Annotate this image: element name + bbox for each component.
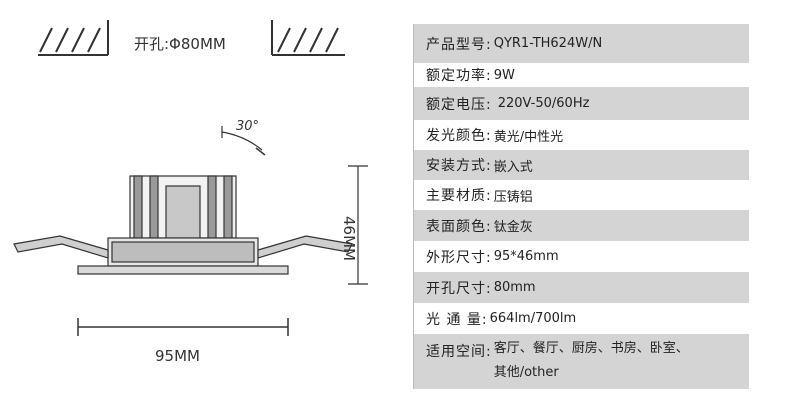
spec-row: 表面颜色: 钛金灰 (413, 210, 749, 241)
width-dimension (77, 318, 289, 336)
technical-drawing-svg (13, 20, 368, 336)
product-drawing: 开孔:Φ80MM 30° 95MM 46MM (13, 20, 368, 365)
spec-key: 适用空间: (426, 344, 492, 360)
spec-value: 664lm/700lm (489, 311, 577, 326)
spec-value: 80mm (493, 280, 536, 295)
spec-key: 安装方式: (426, 158, 492, 174)
beam-angle-label: 30° (236, 119, 260, 134)
spec-row: 产品型号: QYR1-TH624W/N (413, 24, 749, 63)
lamp-body (13, 175, 353, 275)
ceiling-right (271, 20, 345, 56)
spec-row: 额定功率: 9W (413, 63, 749, 87)
spec-row: 发光颜色: 黄光/中性光 (413, 120, 749, 150)
spec-key: 额定电压: (426, 96, 492, 113)
spec-key: 产品型号: (426, 36, 492, 53)
spec-key: 开孔尺寸: (426, 280, 492, 297)
spec-key: 表面颜色: (426, 218, 492, 235)
spec-row: 外形尺寸: 95*46mm (413, 241, 749, 272)
spec-key: 主要材质: (426, 188, 492, 204)
spec-value: 9W (493, 67, 515, 83)
width-label: 95MM (155, 347, 200, 365)
spec-value: 220V-50/60Hz (497, 96, 590, 111)
spec-row: 开孔尺寸: 80mm (413, 272, 749, 303)
spec-row: 适用空间: 客厅、餐厅、厨房、书房、卧室、其他/other (413, 334, 749, 389)
spec-row: 额定电压: 220V-50/60Hz (413, 87, 749, 120)
height-label: 46MM (340, 216, 358, 261)
spec-row: 光 通 量: 664lm/700lm (413, 303, 749, 334)
spec-key: 光 通 量: (426, 311, 488, 328)
spec-value: 95*46mm (493, 249, 559, 264)
spec-value: 压铸铝 (493, 189, 533, 205)
spec-table: 产品型号: QYR1-TH624W/N 额定功率: 9W 额定电压: 220V-… (413, 24, 749, 389)
spec-value: 钛金灰 (493, 220, 533, 235)
spec-value: QYR1-TH624W/N (493, 36, 603, 51)
spec-row: 安装方式: 嵌入式 (413, 150, 749, 180)
spec-value: 黄光/中性光 (493, 129, 564, 145)
spec-value: 嵌入式 (493, 159, 533, 175)
spec-key: 发光颜色: (426, 128, 492, 144)
spec-value: 客厅、餐厅、厨房、书房、卧室、其他/other (493, 341, 689, 380)
hole-size-label: 开孔:Φ80MM (134, 35, 226, 53)
ceiling-left (38, 20, 109, 56)
height-dimension (348, 165, 368, 285)
spec-row: 主要材质: 压铸铝 (413, 180, 749, 210)
spec-key: 外形尺寸: (426, 249, 492, 266)
spec-key: 额定功率: (426, 68, 492, 84)
